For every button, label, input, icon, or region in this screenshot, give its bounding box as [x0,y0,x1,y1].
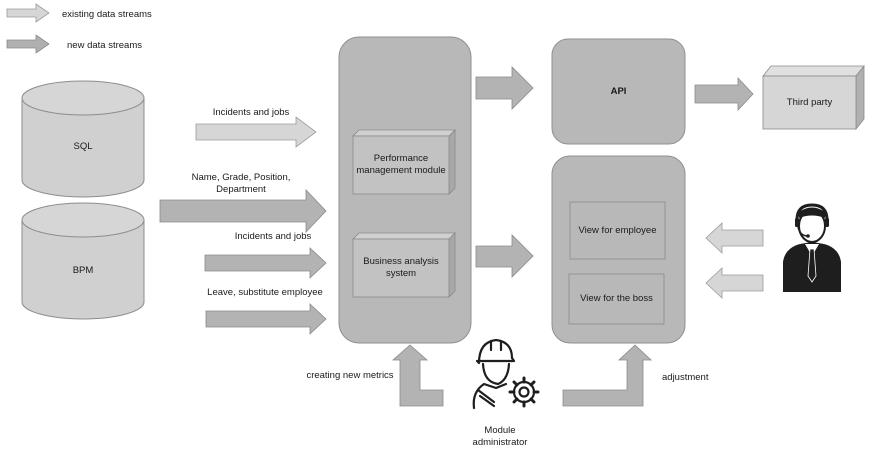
arrow-core-to-api [475,66,534,110]
sql-label: SQL [73,141,93,152]
arrow-name-grade [159,189,327,233]
bas-box [352,232,456,298]
arrow-incidents-jobs-1 [195,116,317,148]
flow-label-creating-metrics: creating new metrics [306,370,394,381]
sql-database [21,80,145,198]
view-employee-label: View for employee [578,224,657,236]
perf-module-box [352,129,456,195]
third-party-box [762,64,865,131]
arrow-user-to-view-boss [705,267,764,299]
flow-label-leave: Leave, substitute employee [207,287,323,298]
view-employee-box [569,201,666,260]
view-boss-label: View for the boss [580,293,653,304]
bpm-database [21,202,145,320]
arrow-core-to-views [475,234,534,278]
arrow-user-to-view-employee [705,222,764,254]
flow-label-name-grade: Name, Grade, Position, Department [191,172,291,195]
bas-label: Business analysis system [363,256,439,279]
view-boss-box [568,273,665,325]
arrow-admin-to-views [562,344,653,407]
api-container [551,38,686,145]
flow-label-incidents-jobs-1: Incidents and jobs [212,107,290,118]
api-label: API [610,85,627,97]
legend-existing-arrow [6,3,50,23]
arrow-admin-to-core [391,344,444,407]
legend-new-arrow [6,34,50,54]
legend-existing-label: existing data streams [62,9,152,20]
flow-label-incidents-jobs-2: Incidents and jobs [234,231,312,242]
flow-label-adjustment: adjustment [662,372,709,383]
admin-label: Module administrator [472,425,528,448]
arrow-api-to-third-party [694,76,754,112]
third-party-label: Third party [786,96,833,108]
perf-module-label: Performance management module [356,153,446,176]
support-user-icon [783,203,841,292]
bpm-label: BPM [72,265,94,276]
legend-new-label: new data streams [67,40,142,51]
admin-icon [472,338,540,410]
arrow-leave [205,303,327,335]
arrow-incidents-jobs-2 [204,247,327,279]
